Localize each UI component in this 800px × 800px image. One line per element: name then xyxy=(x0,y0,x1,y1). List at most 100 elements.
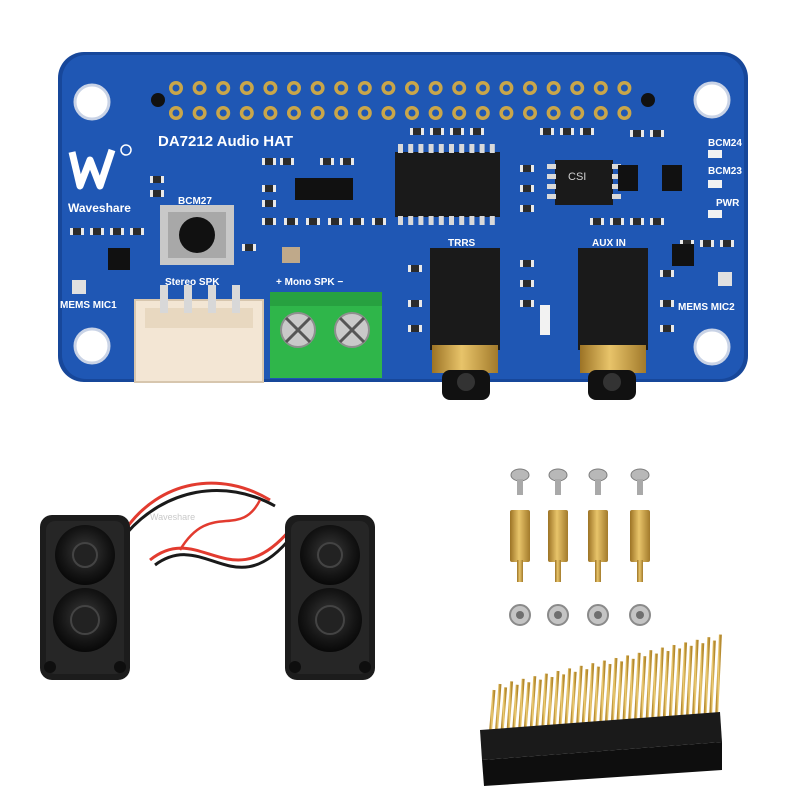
header-pin xyxy=(714,634,722,721)
ic-pin xyxy=(449,144,454,153)
ic-pin xyxy=(612,184,621,189)
header-pin xyxy=(581,669,589,731)
ic-pin xyxy=(438,144,444,153)
gpio-hole xyxy=(196,84,204,92)
gpio-hole xyxy=(314,109,322,117)
ic-pin xyxy=(449,216,454,225)
smd-body xyxy=(433,128,441,135)
gpio-hole xyxy=(266,109,274,117)
smd-body xyxy=(583,128,591,135)
smd-body xyxy=(323,158,331,165)
smd-body xyxy=(653,130,661,137)
gpio-hole xyxy=(526,84,534,92)
screw-shank xyxy=(517,479,523,495)
header-pin xyxy=(639,656,647,727)
smd-body xyxy=(683,240,691,247)
smd-body xyxy=(523,185,531,192)
smd-body xyxy=(331,218,339,225)
transistor xyxy=(672,244,694,266)
gpio-hole xyxy=(573,109,581,117)
ic-pin xyxy=(418,216,424,225)
smd-body xyxy=(353,218,361,225)
header-pin xyxy=(633,652,641,728)
header-pin xyxy=(552,670,560,734)
smd-body xyxy=(73,228,81,235)
gpio-hole xyxy=(479,84,487,92)
gpio-hole xyxy=(620,109,628,117)
smd-body xyxy=(375,218,383,225)
header-pin xyxy=(569,671,577,732)
smd-body xyxy=(723,240,731,247)
smd-components xyxy=(70,128,734,335)
smd-body xyxy=(663,270,671,277)
smd-body xyxy=(613,218,621,225)
aux-in-jack xyxy=(578,248,648,400)
via xyxy=(151,93,165,107)
smd-body xyxy=(265,200,273,207)
smd-body xyxy=(523,205,531,212)
standoff-thread xyxy=(517,560,523,582)
ic-pin xyxy=(459,144,465,153)
gpio-hole xyxy=(172,109,180,117)
transistor xyxy=(108,248,130,270)
smd-body xyxy=(473,128,481,135)
smd-body xyxy=(633,218,641,225)
gpio-hole xyxy=(219,109,227,117)
gpio-hole xyxy=(550,84,558,92)
gpio-hole xyxy=(502,84,510,92)
header-pin xyxy=(708,640,716,721)
gpio-header-holes xyxy=(169,81,632,120)
smd-body xyxy=(411,300,419,307)
ic-pin xyxy=(408,216,414,225)
led-label-bcm23: BCM23 xyxy=(708,166,742,177)
header-pin xyxy=(598,660,606,730)
header-pin xyxy=(645,650,653,727)
header-pin xyxy=(656,647,664,726)
ic-pin xyxy=(479,216,485,225)
header-pin xyxy=(587,663,595,731)
gpio-hole xyxy=(243,84,251,92)
smd-body xyxy=(133,228,141,235)
smd-body xyxy=(153,176,161,183)
waveshare-logo-icon xyxy=(68,144,132,190)
mic1-label: MEMS MIC1 xyxy=(60,300,117,311)
smd-body xyxy=(113,228,121,235)
header-pin xyxy=(662,650,670,725)
screw-shank xyxy=(555,479,561,495)
header-pin xyxy=(610,657,618,730)
gpio-hole xyxy=(550,109,558,117)
ic-pin xyxy=(469,216,475,225)
standoff-thread xyxy=(555,560,561,582)
wire-marking: Waveshare xyxy=(150,512,195,522)
header-pin xyxy=(534,679,542,735)
gpio-hole xyxy=(196,109,204,117)
gpio-hole xyxy=(314,84,322,92)
header-pin xyxy=(506,681,514,738)
led xyxy=(708,180,722,188)
ic-pin xyxy=(469,144,475,153)
smd-body xyxy=(265,218,273,225)
smd-body xyxy=(93,228,101,235)
ic-pin xyxy=(428,144,434,153)
smd-body xyxy=(523,280,531,287)
header-pin xyxy=(691,639,699,723)
led xyxy=(708,210,722,218)
header-pin xyxy=(616,661,624,729)
speaker-pair: Waveshare xyxy=(40,481,375,680)
gpio-hole xyxy=(573,84,581,92)
smd-body xyxy=(543,128,551,135)
header-pin xyxy=(546,676,554,734)
brand-label: Waveshare xyxy=(68,201,131,215)
ic-pin xyxy=(547,164,556,169)
header-pin xyxy=(650,653,658,726)
nut-hole xyxy=(594,611,602,619)
gpio-hole xyxy=(219,84,227,92)
mems-mic2 xyxy=(718,272,732,286)
gpio-hole xyxy=(243,109,251,117)
gpio-hole xyxy=(526,109,534,117)
smd-body xyxy=(703,240,711,247)
standoff-thread xyxy=(595,560,601,582)
mounting-holes xyxy=(73,81,731,366)
smd-body xyxy=(343,158,351,165)
led-label-pwr: PWR xyxy=(716,198,740,209)
